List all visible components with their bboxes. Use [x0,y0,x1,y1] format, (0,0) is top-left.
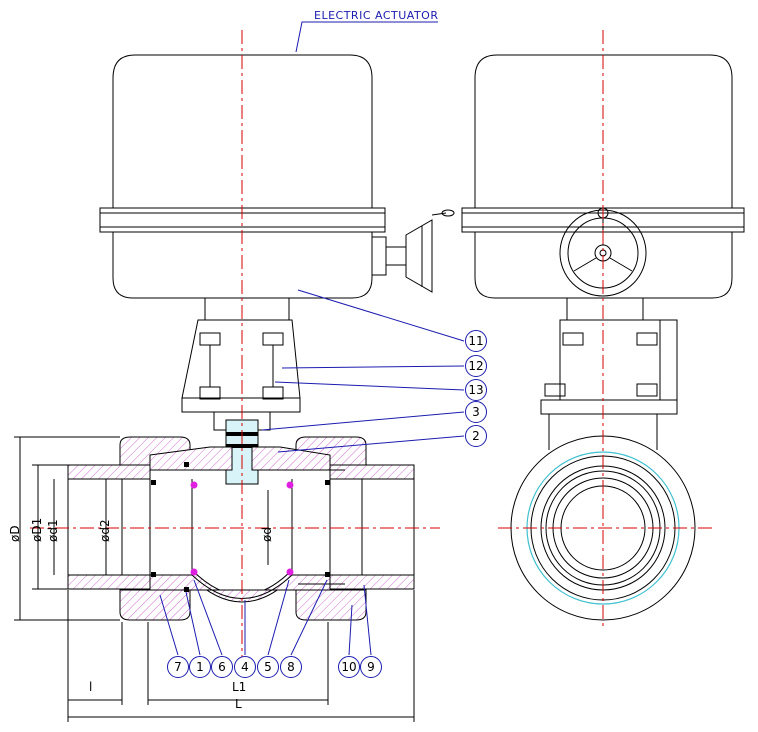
balloon-13: 13 [465,379,487,401]
balloon-10: 10 [338,656,360,678]
dim-d1: øD1 [30,517,44,542]
balloon-1: 1 [189,656,211,678]
dim-d2: ød2 [98,519,112,542]
balloon-8: 8 [280,656,302,678]
balloon-9: 9 [360,656,382,678]
dim-d: øD [8,525,22,542]
valve-body-left [67,436,415,621]
actuator-left [99,54,455,299]
dim-d: ød [260,527,274,542]
balloon-7: 7 [167,656,189,678]
dim-l: l [89,680,93,694]
leader-lines [159,21,465,656]
balloon-3: 3 [465,401,487,423]
bracket-right [540,297,678,450]
balloon-12: 12 [465,355,487,377]
dimension-lines [14,436,415,722]
dim-d1: ød1 [46,519,60,542]
balloon-11: 11 [465,330,487,352]
balloon-2: 2 [465,425,487,447]
balloon-5: 5 [257,656,279,678]
dim-l: L [235,697,242,711]
balloon-6: 6 [211,656,233,678]
balloon-4: 4 [234,656,256,678]
actuator-label: ELECTRIC ACTUATOR [314,9,439,22]
dim-l1: L1 [232,680,247,694]
